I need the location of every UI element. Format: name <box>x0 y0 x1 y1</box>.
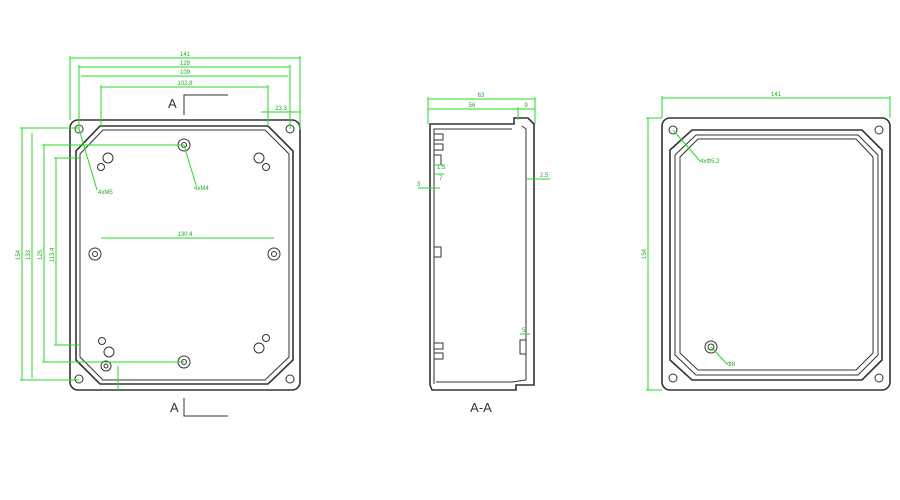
dim-boss-spacing: 130.4 <box>177 232 193 238</box>
dim-wall: 3 <box>417 182 421 188</box>
dim-depth-body: 56 <box>469 103 476 109</box>
callout-boss-holes: 4xM4 <box>194 186 209 192</box>
dim-lid-width: 141 <box>771 92 782 98</box>
dim-height-4: 113.4 <box>50 247 56 262</box>
back-view: 141 154 4xΦ5.2 Φ8 <box>642 92 891 391</box>
front-view: 141 129 109 102.8 23.3 130.4 154 133 125… <box>16 52 301 417</box>
lid-holes <box>668 125 884 383</box>
dim-lid-wall: 2.5 <box>540 173 549 179</box>
dim-lip: 9 <box>524 103 528 109</box>
enclosure-outline <box>69 119 301 391</box>
dim-hole-spacing: 129 <box>180 61 191 67</box>
lid-groove-inner <box>674 134 879 376</box>
mounting-holes <box>74 124 295 384</box>
dim-height-3: 125 <box>38 249 44 260</box>
callout-lid-holes: 4xΦ5.2 <box>700 159 720 165</box>
dim-height-2: 133 <box>26 249 32 260</box>
dim-chamfer: 23.3 <box>275 106 287 112</box>
inner-wall-line <box>79 129 290 381</box>
section-marker-bottom: A <box>170 400 179 415</box>
lid-outline <box>661 117 891 391</box>
section-arrow-top <box>183 94 228 115</box>
dim-width-overall: 141 <box>180 52 191 58</box>
inner-wall <box>75 125 294 385</box>
dim-lid-height: 154 <box>642 248 648 259</box>
dim-inner-width: 109 <box>180 70 191 76</box>
dim-flat-width: 102.8 <box>177 81 193 87</box>
dim-depth-overall: 63 <box>478 93 485 99</box>
callout-vent-hole: Φ8 <box>727 362 736 368</box>
dim-rib-2: 7 <box>439 176 443 182</box>
front-dimension-lines <box>20 56 301 390</box>
section-label: A-A <box>470 400 492 415</box>
section-inner <box>433 125 527 384</box>
dim-rib: 1.5 <box>437 165 446 171</box>
section-outline <box>429 117 535 391</box>
dim-height-overall: 154 <box>16 249 22 260</box>
lid-groove-inner-2 <box>679 138 874 371</box>
back-dimension-lines <box>646 96 891 391</box>
dim-bottom: 5 <box>522 328 526 334</box>
section-arrow-bottom <box>183 398 228 417</box>
section-marker-top: A <box>168 96 177 111</box>
side-view: 63 56 9 1.5 7 3 2.5 5 A-A <box>417 93 550 415</box>
side-dimension-lines <box>418 97 550 335</box>
lid-groove-outer <box>669 129 883 381</box>
section-ribs <box>433 133 527 360</box>
callout-corner-holes: 4xM5 <box>98 190 113 196</box>
